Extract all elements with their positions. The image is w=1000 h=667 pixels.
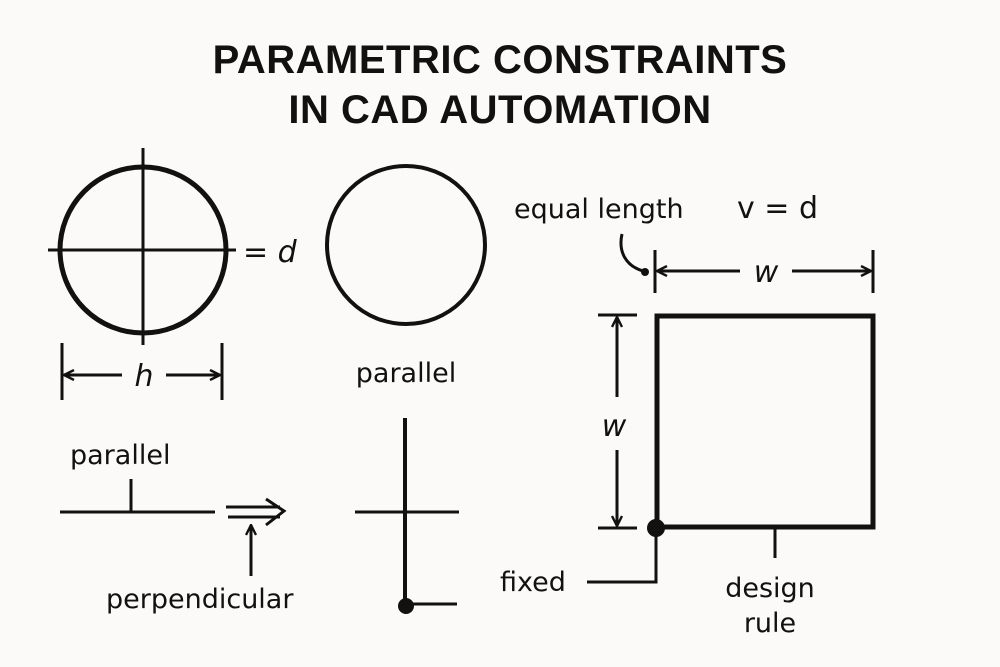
- title-line-1: PARAMETRIC CONSTRAINTS: [212, 38, 788, 82]
- top-w-label: w: [754, 255, 779, 290]
- circle-diameter-figure: = d h: [48, 148, 298, 400]
- plain-circle-figure: parallel: [325, 164, 487, 389]
- constrained-square: [654, 313, 876, 530]
- square-figure: equal length v = d w w fixed design rule: [500, 191, 876, 639]
- v-equals-d-label: v = d: [737, 191, 818, 226]
- equal-length-pointer: [619, 233, 644, 273]
- fixed-label: fixed: [500, 567, 566, 598]
- plain-circle: [325, 164, 487, 326]
- equals-d-label: = d: [243, 235, 298, 270]
- side-w-label: w: [602, 409, 627, 444]
- equal-length-point-icon: [641, 268, 649, 276]
- parallel-label: parallel: [70, 440, 170, 471]
- design-rule-label-line1: design: [725, 573, 815, 604]
- fixed-leader-line: [587, 530, 658, 584]
- fixed-point-icon: [647, 519, 665, 537]
- parallel-arrows-icon: [226, 497, 287, 527]
- design-rule-label-line2: rule: [744, 608, 796, 639]
- parallel-label-circle: parallel: [356, 358, 456, 389]
- equal-length-label: equal length: [514, 194, 684, 225]
- perpendicular-point-icon: [398, 598, 414, 614]
- perpendicular-label: perpendicular: [106, 584, 294, 615]
- title-line-2: IN CAD AUTOMATION: [288, 88, 712, 132]
- line-constraints-figure: parallel perpendicular: [60, 418, 459, 615]
- h-dimension-label: h: [134, 359, 153, 394]
